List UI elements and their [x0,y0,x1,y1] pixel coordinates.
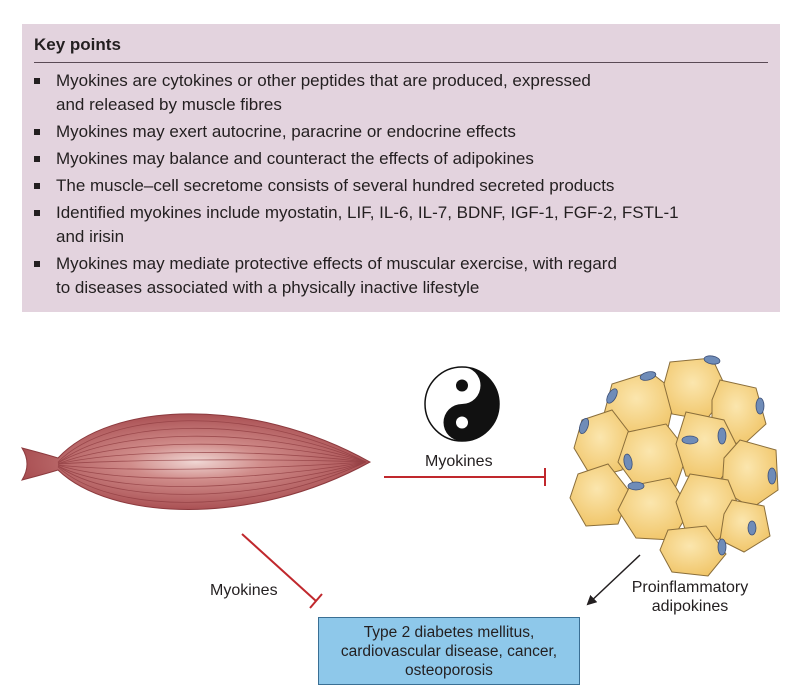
diagram-canvas [20,355,779,609]
myokines-inhibit-disease-arrow [241,533,323,609]
adipocyte-nucleus-icon [578,355,777,556]
label-proinflammatory-adipokines: Proinflammatory adipokines [631,579,749,615]
key-points-title: Key points [34,34,768,63]
label-myokines-top: Myokines [425,453,493,470]
key-point-item: Identified myokines include myostatin, L… [34,201,768,249]
key-points-box: Key points Myokines are cytokines or oth… [22,24,780,312]
key-point-item: Myokines are cytokines or other peptides… [34,69,768,117]
key-point-item: The muscle–cell secretome consists of se… [34,174,768,198]
key-point-item: Myokines may exert autocrine, paracrine … [34,120,768,144]
bullet-square-icon [34,156,40,162]
key-points-list: Myokines are cytokines or other peptides… [34,69,768,300]
bullet-square-icon [34,261,40,267]
disease-outcome-box: Type 2 diabetes mellitus, cardiovascular… [318,617,580,685]
adipose-tissue-icon [569,357,779,577]
adipokines-promote-disease-arrow [586,554,641,606]
key-point-item: Myokines may mediate protective effects … [34,252,768,300]
myokines-inhibit-adipose-arrow [384,468,546,486]
bullet-square-icon [34,78,40,84]
bullet-square-icon [34,129,40,135]
yin-yang-icon [424,366,500,442]
bullet-square-icon [34,183,40,189]
muscle-fibre-icon [20,413,372,510]
key-point-item: Myokines may balance and counteract the … [34,147,768,171]
label-myokines-left: Myokines [210,582,278,599]
bullet-square-icon [34,210,40,216]
